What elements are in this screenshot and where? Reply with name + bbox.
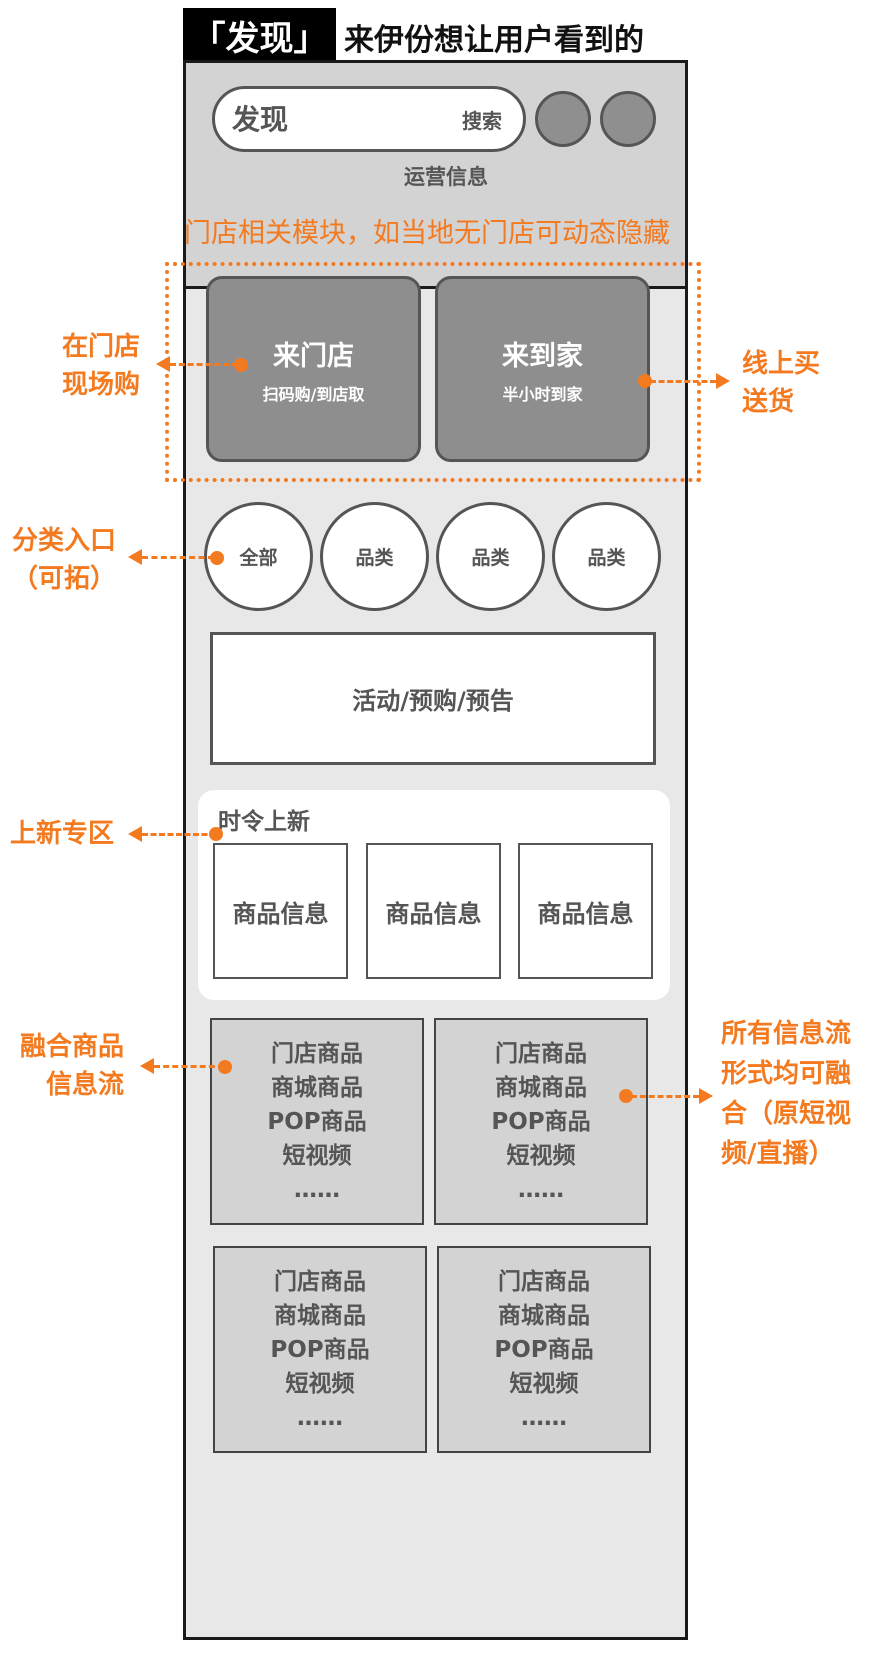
arrow-left-icon: [128, 549, 142, 565]
connector-line: [631, 1095, 699, 1098]
feed-line: 门店商品: [271, 1040, 363, 1067]
header-tag: 「发现」: [183, 8, 336, 62]
feed-line: ……: [518, 1176, 564, 1203]
feed-line: 商城商品: [495, 1074, 587, 1101]
store-card-subtitle: 半小时到家: [502, 384, 583, 404]
product-card[interactable]: 商品信息: [518, 843, 653, 979]
feed-card[interactable]: 门店商品 商城商品 POP商品 短视频 ……: [434, 1018, 648, 1225]
feed-line: 门店商品: [498, 1268, 590, 1295]
feed-card[interactable]: 门店商品 商城商品 POP商品 短视频 ……: [213, 1246, 427, 1453]
connector-line: [142, 556, 214, 559]
annotation-in-store: 在门店 现场购: [62, 328, 140, 404]
arrow-left-icon: [128, 826, 142, 842]
connector-line: [170, 363, 238, 366]
annotation-line: 在门店: [62, 332, 141, 362]
feed-line: ……: [297, 1404, 343, 1431]
feed-line: 短视频: [509, 1370, 579, 1397]
product-card[interactable]: 商品信息: [366, 843, 501, 979]
anchor-dot: [234, 358, 248, 372]
annotation-line: （可拓）: [12, 564, 117, 594]
feed-line: ……: [521, 1404, 567, 1431]
anchor-dot: [209, 827, 223, 841]
annotation-new-zone: 上新专区: [10, 815, 114, 853]
header-subtitle: 来伊份想让用户看到的: [344, 23, 644, 58]
search-title: 发现: [232, 103, 289, 136]
feed-line: POP商品: [267, 1108, 367, 1135]
feed-card[interactable]: 门店商品 商城商品 POP商品 短视频 ……: [437, 1246, 651, 1453]
annotation-all-feed-forms: 所有信息流 形式均可融 合（原短视 频/直播）: [721, 1014, 851, 1174]
feed-line: POP商品: [270, 1336, 370, 1363]
connector-line: [142, 833, 216, 836]
store-card-title: 来到家: [502, 340, 583, 372]
promo-banner[interactable]: 活动/预购/预告: [210, 632, 656, 765]
feed-line: 商城商品: [271, 1074, 363, 1101]
anchor-dot: [218, 1060, 232, 1074]
annotation-line: 线上买: [742, 349, 821, 379]
feed-line: 短视频: [282, 1142, 352, 1169]
connector-line: [154, 1065, 224, 1068]
category-item[interactable]: 品类: [320, 502, 429, 611]
anchor-dot: [619, 1089, 633, 1103]
category-item[interactable]: 品类: [436, 502, 545, 611]
new-arrivals-title: 时令上新: [218, 809, 310, 835]
feed-line: POP商品: [491, 1108, 591, 1135]
feed-card[interactable]: 门店商品 商城商品 POP商品 短视频 ……: [210, 1018, 424, 1225]
store-module-note: 门店相关模块，如当地无门店可动态隐藏: [184, 218, 670, 249]
annotation-merged-feed: 融合商品 信息流: [20, 1028, 124, 1104]
annotation-line: 所有信息流: [721, 1019, 852, 1049]
annotation-online-delivery: 线上买 送货: [742, 345, 820, 421]
annotation-line: 合（原短视: [721, 1099, 852, 1129]
category-item[interactable]: 品类: [552, 502, 661, 611]
annotation-category: 分类入口 （可拓）: [12, 522, 116, 598]
feed-line: 门店商品: [495, 1040, 587, 1067]
annotation-line: 分类入口: [12, 526, 117, 556]
annotation-line: 送货: [742, 387, 795, 417]
feed-line: 商城商品: [274, 1302, 366, 1329]
ops-info: 运营信息: [404, 165, 488, 189]
store-module-outline: [165, 262, 701, 482]
anchor-dot: [638, 374, 652, 388]
arrow-right-icon: [716, 373, 730, 389]
product-card[interactable]: 商品信息: [213, 843, 348, 979]
store-card-title: 来门店: [273, 340, 354, 372]
anchor-dot: [210, 551, 224, 565]
feed-line: ……: [294, 1176, 340, 1203]
annotation-line: 融合商品: [20, 1032, 125, 1062]
connector-line: [650, 380, 716, 383]
store-card-delivery[interactable]: 来到家 半小时到家: [435, 276, 650, 462]
search-input[interactable]: [212, 86, 526, 152]
annotation-line: 频/直播）: [721, 1139, 835, 1169]
annotation-line: 现场购: [62, 370, 141, 400]
feed-line: 门店商品: [274, 1268, 366, 1295]
annotation-line: 形式均可融: [721, 1059, 852, 1089]
arrow-left-icon: [156, 356, 170, 372]
feed-line: POP商品: [494, 1336, 594, 1363]
annotation-line: 信息流: [46, 1070, 125, 1100]
feed-line: 短视频: [506, 1142, 576, 1169]
circle-icon-2[interactable]: [600, 91, 656, 147]
arrow-left-icon: [140, 1058, 154, 1074]
circle-icon-1[interactable]: [535, 91, 591, 147]
arrow-right-icon: [699, 1088, 713, 1104]
feed-line: 短视频: [285, 1370, 355, 1397]
search-button[interactable]: 搜索: [462, 108, 502, 133]
feed-line: 商城商品: [498, 1302, 590, 1329]
annotation-line: 上新专区: [10, 819, 115, 849]
store-card-subtitle: 扫码购/到店取: [262, 384, 365, 404]
